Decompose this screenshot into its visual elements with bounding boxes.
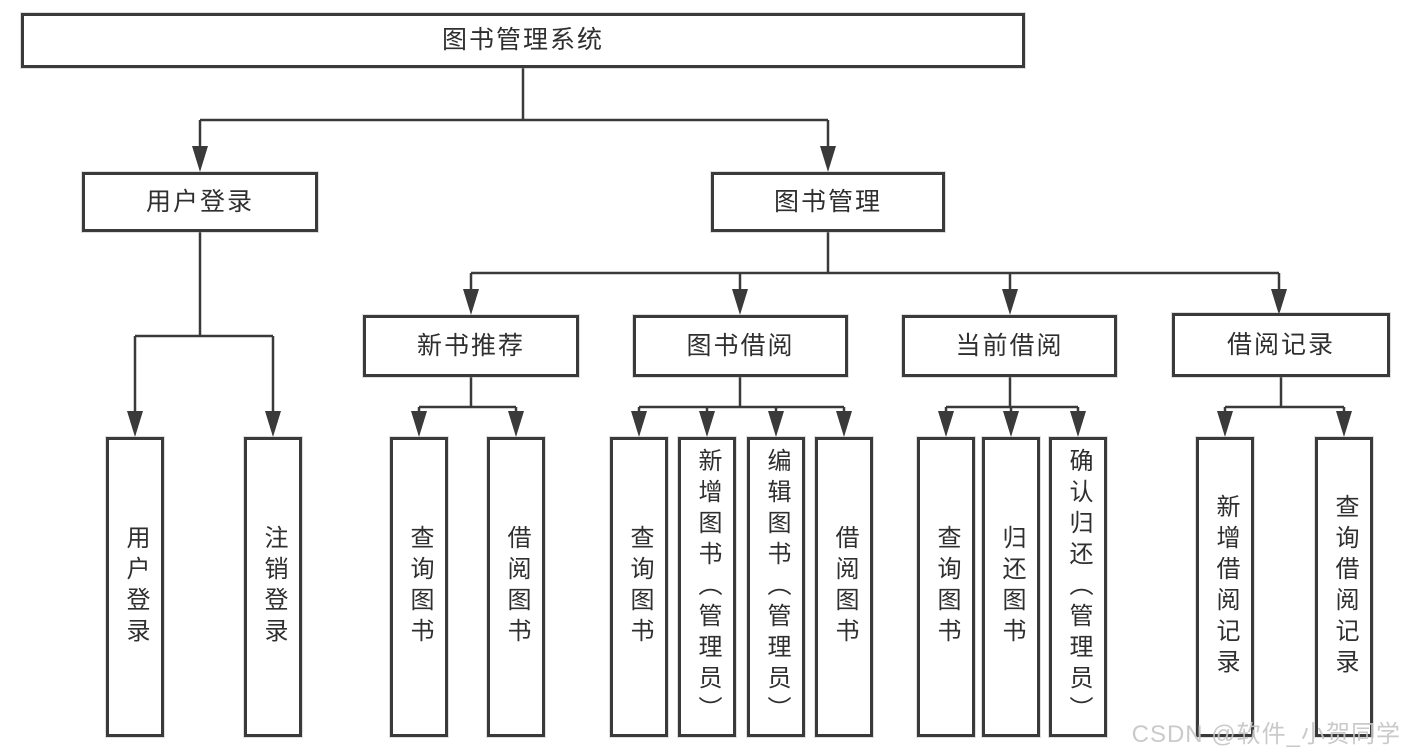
node-leaf-return-books: 归还图书 — [982, 437, 1040, 737]
node-user-login: 用户登录 — [82, 172, 318, 232]
node-leaf-borrow-books-2: 借阅图书 — [815, 437, 873, 737]
node-current-borrowing: 当前借阅 — [902, 315, 1117, 377]
node-leaf-add-borrow-record: 新增借阅记录 — [1196, 437, 1254, 737]
node-leaf-login: 用户登录 — [106, 437, 164, 737]
node-leaf-borrow-books-1: 借阅图书 — [487, 437, 545, 737]
node-new-book-recommend: 新书推荐 — [363, 315, 579, 377]
node-book-management: 图书管理 — [711, 172, 945, 232]
node-leaf-query-books-1: 查询图书 — [390, 437, 448, 737]
node-leaf-confirm-return-admin: 确认归还（管理员） — [1049, 437, 1107, 737]
node-leaf-query-books-2: 查询图书 — [610, 437, 668, 737]
node-leaf-query-borrow-record: 查询借阅记录 — [1315, 437, 1373, 737]
csdn-watermark: CSDN @软件_小贺同学 — [1131, 721, 1401, 747]
node-leaf-edit-books-admin: 编辑图书（管理员） — [747, 437, 805, 737]
node-leaf-add-books-admin: 新增图书（管理员） — [678, 437, 736, 737]
node-leaf-logout: 注销登录 — [244, 437, 302, 737]
node-leaf-query-books-3: 查询图书 — [917, 437, 975, 737]
node-root: 图书管理系统 — [21, 13, 1025, 68]
node-book-borrowing: 图书借阅 — [633, 315, 848, 377]
node-borrow-records: 借阅记录 — [1172, 313, 1390, 377]
